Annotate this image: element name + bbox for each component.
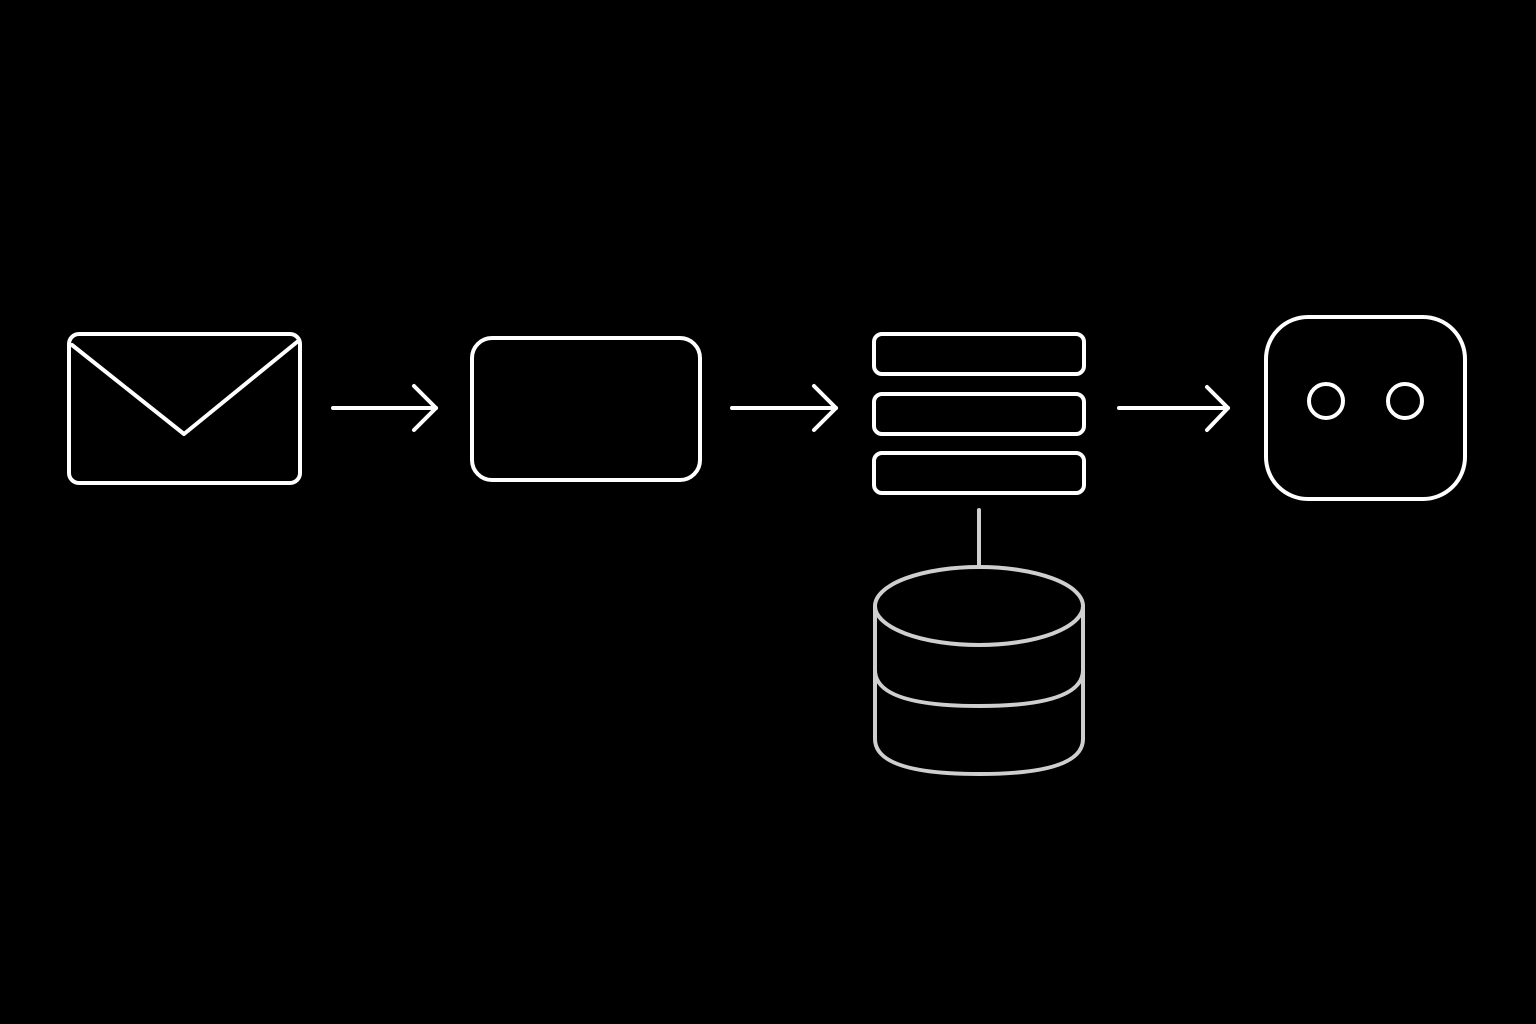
stacked-list-icon xyxy=(872,332,1086,495)
robot-face-icon xyxy=(1264,315,1467,501)
envelope-icon xyxy=(67,332,302,485)
arrow-envelope-to-card xyxy=(331,384,438,432)
arrow-card-to-stack xyxy=(730,384,838,432)
database-icon xyxy=(873,565,1085,776)
card-icon xyxy=(470,336,702,482)
arrow-stack-to-robot xyxy=(1117,385,1230,432)
